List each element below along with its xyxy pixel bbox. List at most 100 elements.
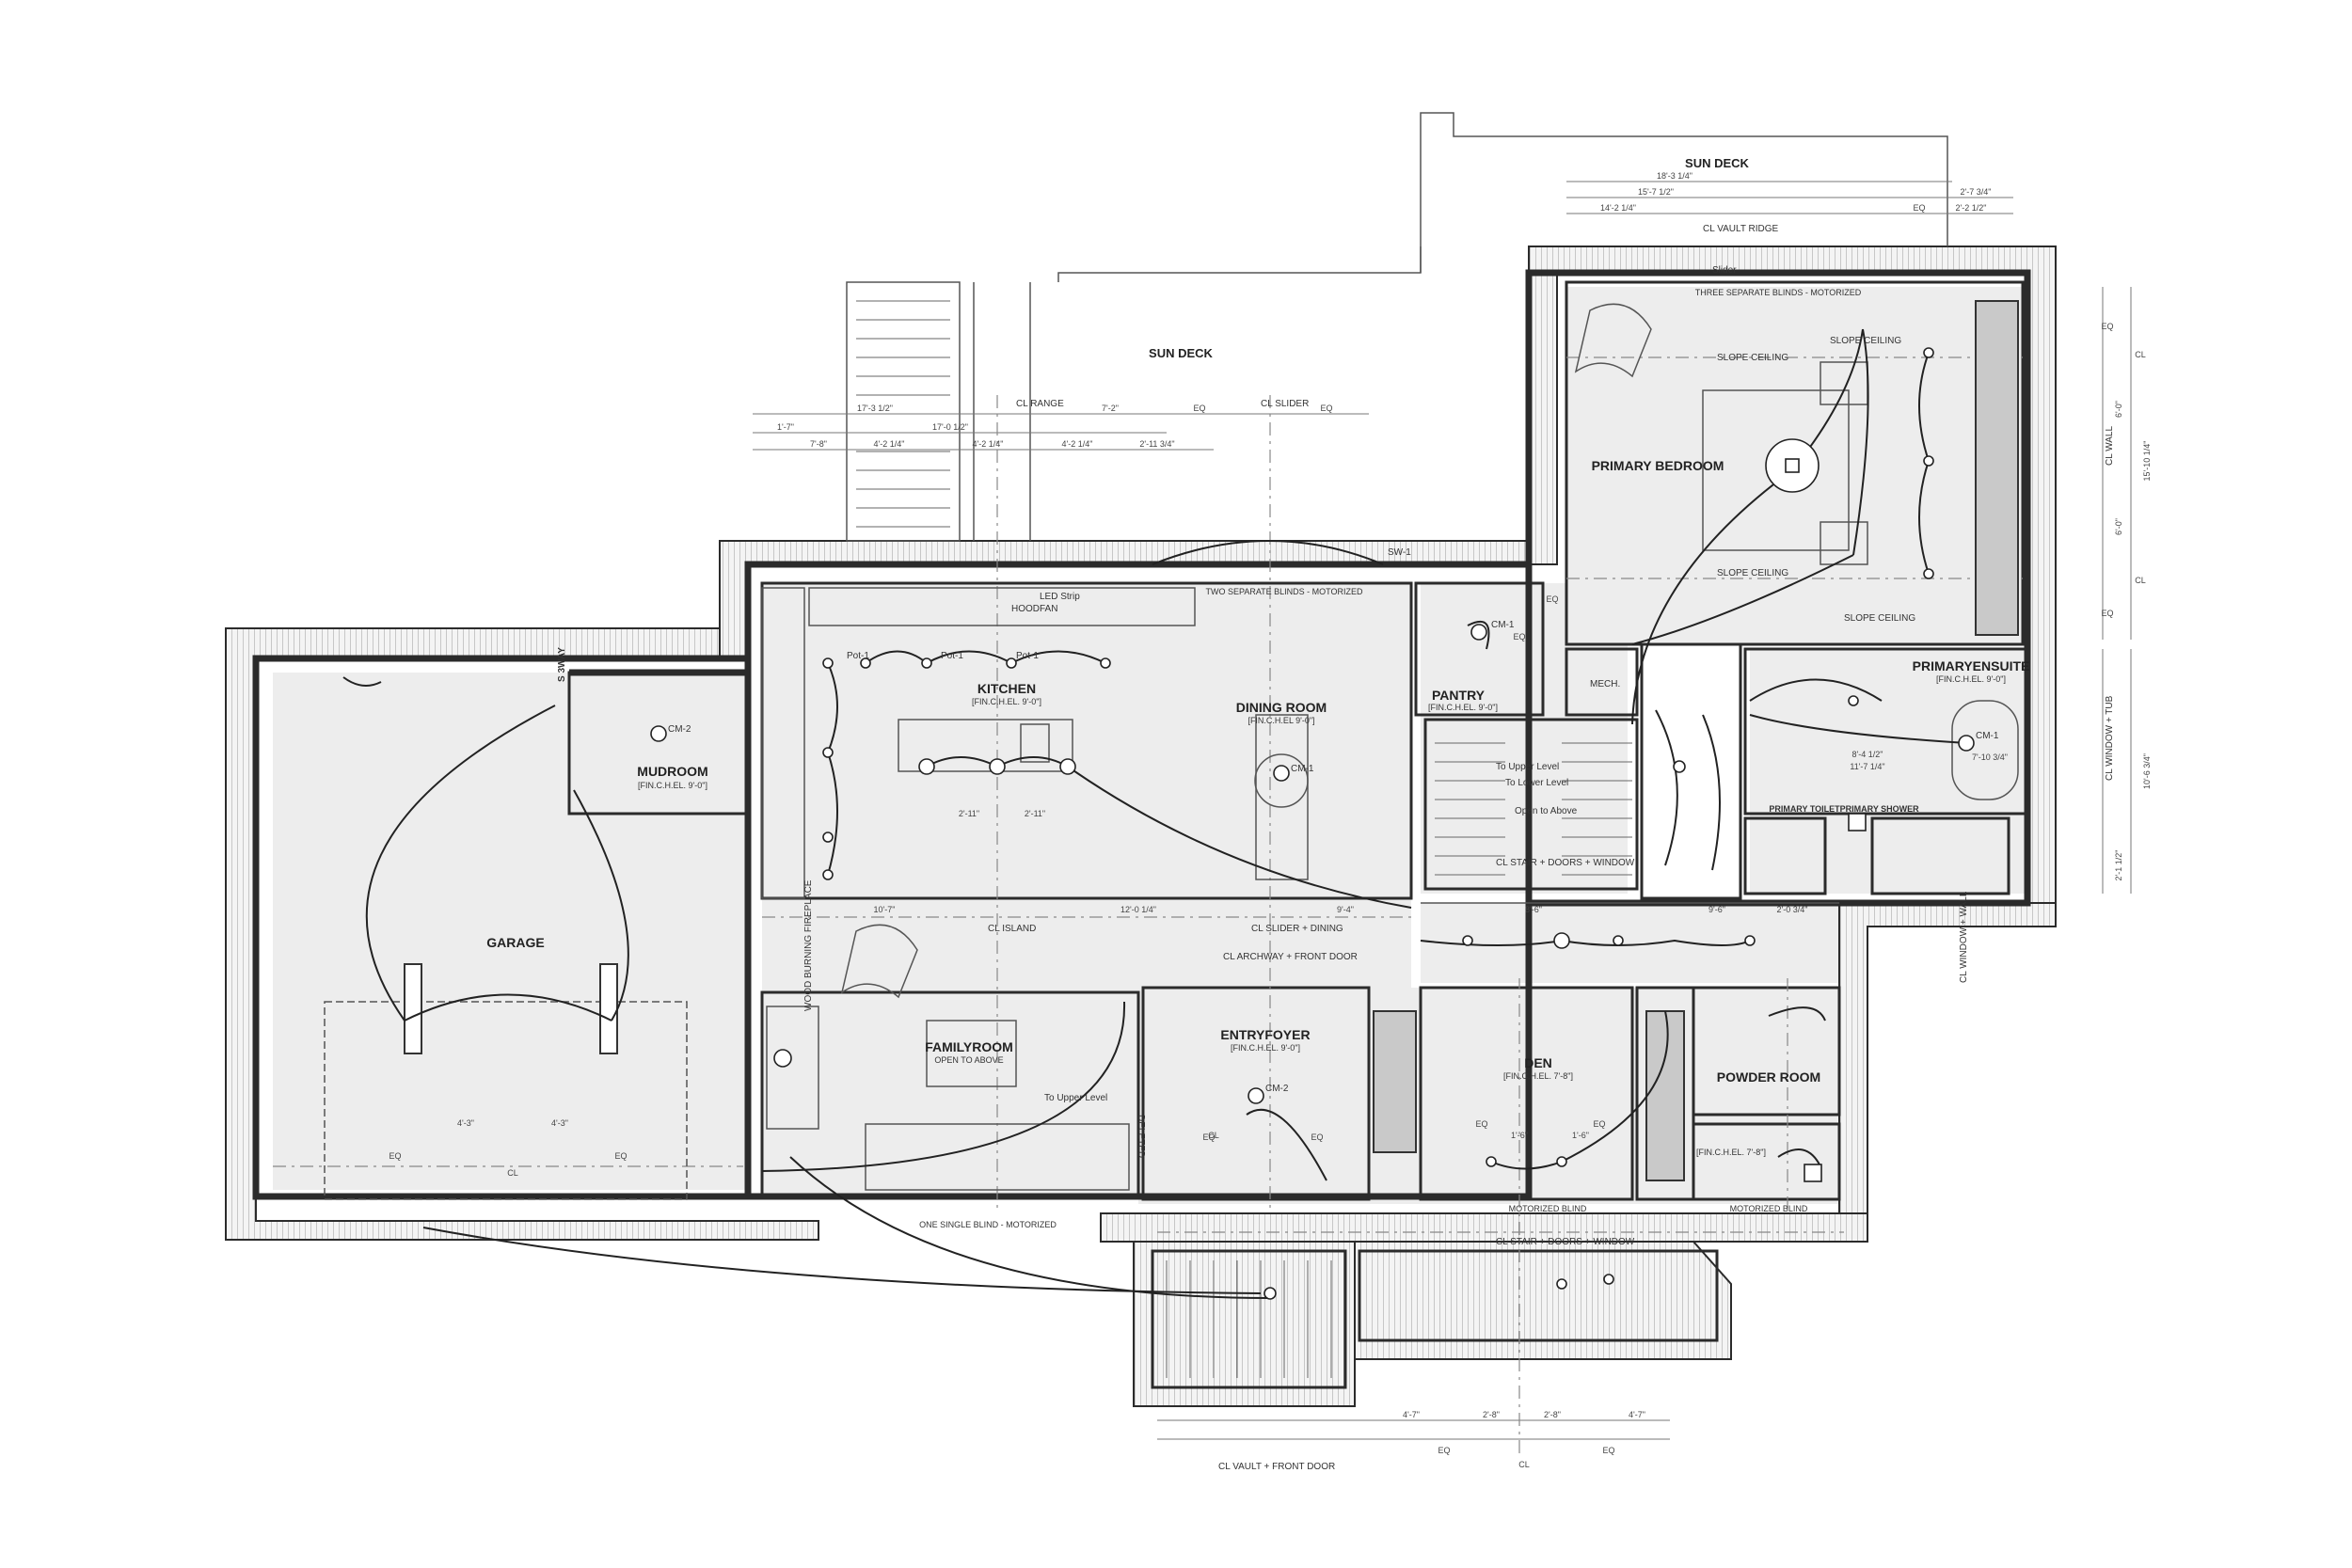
dim-21: 9'-6" (1708, 905, 1725, 914)
cm-label: CM-1 (1291, 764, 1314, 774)
cl-window-wall-note: CL WINDOW + WALL (1959, 891, 1969, 983)
dim-19: 9'-4" (1337, 905, 1354, 914)
sun-deck-top-label: SUN DECK (1685, 156, 1750, 170)
dim-22: 2'-0 3/4" (1777, 905, 1808, 914)
eq-marker: EQ (2101, 609, 2113, 618)
sun-deck-left-label: SUN DECK (1149, 346, 1214, 360)
dim-31: 11'-7 1/4" (1850, 762, 1884, 771)
dimension-texts: 18'-3 1/4" 15'-7 1/2" 14'-2 1/4" 2'-7 3/… (457, 171, 2152, 1419)
cl-slider-label: CL SLIDER (1261, 399, 1309, 409)
dining-name: DINING ROOM (1236, 700, 1327, 715)
eq-cl-markers: EQ EQ EQ EQ EQ CL EQ EQ EQ EQ EQ EQ CL E… (389, 203, 2145, 1469)
dim-35: 6'-0" (2114, 518, 2123, 535)
primary-ensuite-sub: [FIN.C.H.EL. 9'-0"] (1936, 674, 2006, 684)
primary-ensuite-name: PRIMARYENSUITE (1913, 658, 2030, 673)
cl-marker: CL (2135, 576, 2146, 585)
pantry-sub: [FIN.C.H.EL. 9'-0"] (1428, 703, 1498, 712)
dim-33: 7'-10 3/4" (1972, 752, 2008, 762)
cl-vault-front-note: CL VAULT + FRONT DOOR (1218, 1462, 1335, 1472)
cl-slider-dining-note: CL SLIDER + DINING (1251, 924, 1343, 934)
cm2-label: CM-2 (1265, 1084, 1289, 1094)
slope-ceiling-2: SLOPE CEILING (1717, 568, 1788, 578)
mudroom-name: MUDROOM (637, 764, 707, 779)
dim-3: 14'-2 1/4" (1600, 203, 1636, 213)
dim-36: 15'-10 1/4" (2142, 441, 2152, 482)
cl-stair-doors-note: CL STAIR + DOORS + WINDOW (1496, 858, 1635, 868)
cm-label: CM-1 (1976, 731, 1999, 741)
dim-17: 12'-0 1/4" (1120, 905, 1156, 914)
fixture-labels: Pot-1 Pot-1 Pot-1 CM-1 CM-2 CM-1 CM-2 CM… (668, 547, 1999, 1094)
pot-label: Pot-1 (1016, 651, 1039, 661)
sun-deck-outlines (846, 112, 1948, 542)
eq-marker: EQ (1602, 1446, 1614, 1455)
garage-name: GARAGE (486, 935, 544, 950)
eq-marker: EQ (1438, 1446, 1450, 1455)
eq-marker: EQ (1311, 1132, 1323, 1142)
room-labels: SUN DECK SUN DECK CL VAULT RIDGE CL RANG… (486, 156, 2029, 1157)
dim-18: 10'-7" (874, 905, 896, 914)
dim-29: 1'-6" (1511, 1131, 1528, 1140)
cl-archway-note: CL ARCHWAY + FRONT DOOR (1223, 952, 1358, 962)
pot-label: Pot-1 (847, 651, 869, 661)
den-sub: [FIN.C.H.EL. 7'-8"] (1503, 1071, 1573, 1081)
dim-13: 4'-2 1/4" (1062, 439, 1093, 449)
led-strip-note: LED Strip (1040, 592, 1080, 602)
cl-vault-ridge-label: CL VAULT RIDGE (1703, 224, 1779, 234)
dim-38: 2'-1 1/2" (2114, 850, 2123, 881)
dim-37: 10'-6 3/4" (2142, 753, 2152, 789)
floor-fills (273, 287, 2027, 1204)
to-upper-note-2: To Upper Level (1044, 1093, 1107, 1103)
dim-11: 4'-2 1/4" (874, 439, 905, 449)
familyroom-name: FAMILYROOM (925, 1039, 1013, 1054)
familyroom-sub: OPEN TO ABOVE (934, 1055, 1003, 1065)
dim-14: 2'-11 3/4" (1139, 439, 1174, 449)
sw-label: SW-1 (1388, 547, 1411, 558)
dim-32: 8'-4 1/2" (1852, 750, 1883, 759)
cl-range-label: CL RANGE (1016, 399, 1064, 409)
cl-island-note: CL ISLAND (988, 924, 1036, 934)
powder-name: POWDER ROOM (1717, 1069, 1820, 1085)
eq-marker: EQ (1913, 203, 1925, 213)
eq-marker: EQ (2101, 322, 2113, 331)
dim-10: 7'-8" (810, 439, 827, 449)
deleted-note: DELETED (1136, 1115, 1146, 1158)
dim-24: 4'-3" (551, 1118, 568, 1128)
three-blinds-note: THREE SEPARATE BLINDS - MOTORIZED (1695, 288, 1862, 297)
three-way-note: S 3WAY (557, 647, 567, 682)
two-blinds-note: TWO SEPARATE BLINDS - MOTORIZED (1205, 587, 1363, 596)
pantry-name: PANTRY (1432, 688, 1486, 703)
den-name: DEN (1524, 1055, 1552, 1070)
dimension-lines (273, 181, 2132, 1453)
eq-marker: EQ (389, 1151, 401, 1161)
dim-28: 4'-7" (1629, 1410, 1645, 1419)
cl-window-tub-note: CL WINDOW + TUB (2105, 695, 2115, 781)
dim-12: 4'-2 1/4" (973, 439, 1004, 449)
one-blind-note: ONE SINGLE BLIND - MOTORIZED (919, 1220, 1057, 1229)
kitchen-name: KITCHEN (977, 681, 1036, 696)
dim-26: 2'-8" (1483, 1410, 1500, 1419)
cl-marker: CL (1208, 1131, 1219, 1140)
dim-34: 6'-0" (2114, 401, 2123, 418)
motorized-blind-note-2: MOTORIZED BLIND (1730, 1204, 1808, 1213)
cl-stair-doors-note-2: CL STAIR + DOORS + WINDOW (1496, 1237, 1635, 1247)
dim-27: 2'-8" (1544, 1410, 1561, 1419)
slider-note: Slider (1712, 265, 1737, 276)
cl-marker: CL (507, 1168, 518, 1178)
kitchen-sub: [FIN.C.H.EL. 9'-0"] (972, 697, 1041, 706)
mudroom-sub: [FIN.C.H.EL. 9'-0"] (638, 781, 707, 790)
dim-6: 17'-3 1/2" (857, 404, 893, 413)
primary-toilet-name: PRIMARY TOILETPRIMARY SHOWER (1769, 804, 1919, 814)
dining-sub: [FIN.C.H.EL 9'-0"] (1248, 716, 1314, 725)
dim-1: 18'-3 1/4" (1657, 171, 1692, 181)
eq-marker: EQ (1546, 594, 1558, 604)
hoodfan-note: HOODFAN (1011, 604, 1057, 614)
motorized-blind-note: MOTORIZED BLIND (1509, 1204, 1587, 1213)
dim-30: 1'-6" (1572, 1131, 1589, 1140)
dim-9: 1'-7" (777, 422, 794, 432)
dim-8: 7'-2" (1102, 404, 1119, 413)
eq-marker: EQ (1593, 1119, 1605, 1129)
dim-23: 4'-3" (457, 1118, 474, 1128)
walls (252, 269, 2031, 1389)
eq-marker: EQ (1202, 1132, 1215, 1142)
